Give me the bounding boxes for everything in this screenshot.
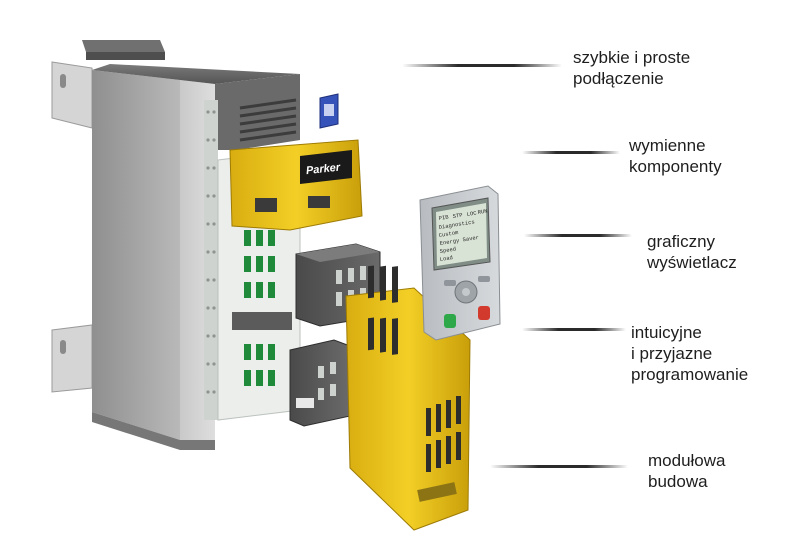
keypad: PIB STP LOC RUN Diagnostics Custom Energ… — [419, 185, 501, 341]
mounting-bracket — [51, 61, 93, 393]
option-module-lower — [289, 339, 351, 427]
keypad-menu-pib: PIB — [438, 213, 450, 222]
top-cover: Parker — [229, 139, 363, 231]
brand-logo-text: Parker — [305, 161, 341, 177]
keypad-menu-load: Load — [439, 254, 453, 263]
top-connector — [82, 40, 165, 60]
start-button-icon — [444, 314, 456, 328]
memory-card — [319, 93, 339, 129]
stop-button-icon — [478, 306, 490, 320]
keypad-menu-stp: STP — [452, 212, 463, 220]
keypad-menu-speed: Speed — [439, 245, 456, 254]
front-cover — [345, 265, 471, 531]
keypad-menu-loc: LOC — [466, 209, 478, 218]
keypad-menu-run: RUN — [477, 208, 488, 216]
keypad-menu-custom: Custom — [438, 229, 459, 239]
